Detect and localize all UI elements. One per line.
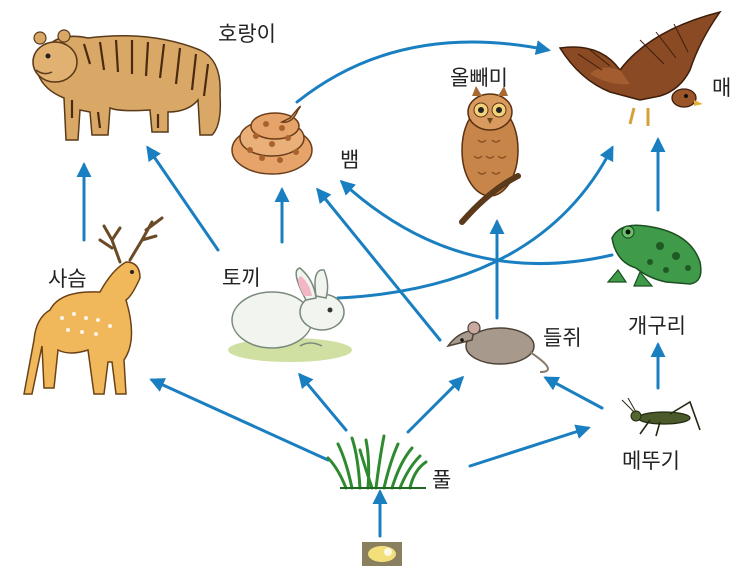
frog-illustration [606,224,702,287]
label-deer: 사슴 [48,267,87,291]
tiger-illustration [32,29,222,141]
arrow-snake-to-hawk [295,40,551,104]
arrow-grass-to-rabbit [298,372,348,432]
mouse-illustration [446,321,549,373]
grass-illustration [326,434,428,490]
label-grasshopper: 메뚜기 [622,449,680,473]
label-snake: 뱀 [340,148,360,172]
sunlight-illustration [362,542,402,566]
arrow-mouse-to-snake [316,187,442,342]
hawk-illustration [558,10,722,126]
snake-illustration [231,105,313,175]
label-owl: 올빼미 [450,66,508,90]
label-rabbit: 토끼 [222,266,261,290]
arrow-frog-to-snake [339,179,614,265]
arrow-rabbit-to-tiger [146,145,220,252]
deer-illustration [23,216,164,395]
arrow-grasshopper-to-mouse [543,376,604,410]
label-mouse: 들쥐 [543,326,582,350]
arrow-grass-to-grasshopper [468,424,591,468]
label-tiger: 호랑이 [218,22,276,46]
rabbit-illustration [228,267,352,362]
arrow-grass-to-deer [149,378,330,462]
label-grass: 풀 [432,468,452,492]
grasshopper-illustration [621,397,701,437]
arrow-grass-to-mouse [406,375,465,434]
arrow-rabbit-to-hawk [336,145,614,300]
label-hawk: 매 [712,76,732,100]
arrows [76,40,666,538]
label-frog: 개구리 [628,314,686,338]
owl-illustration [459,86,521,225]
